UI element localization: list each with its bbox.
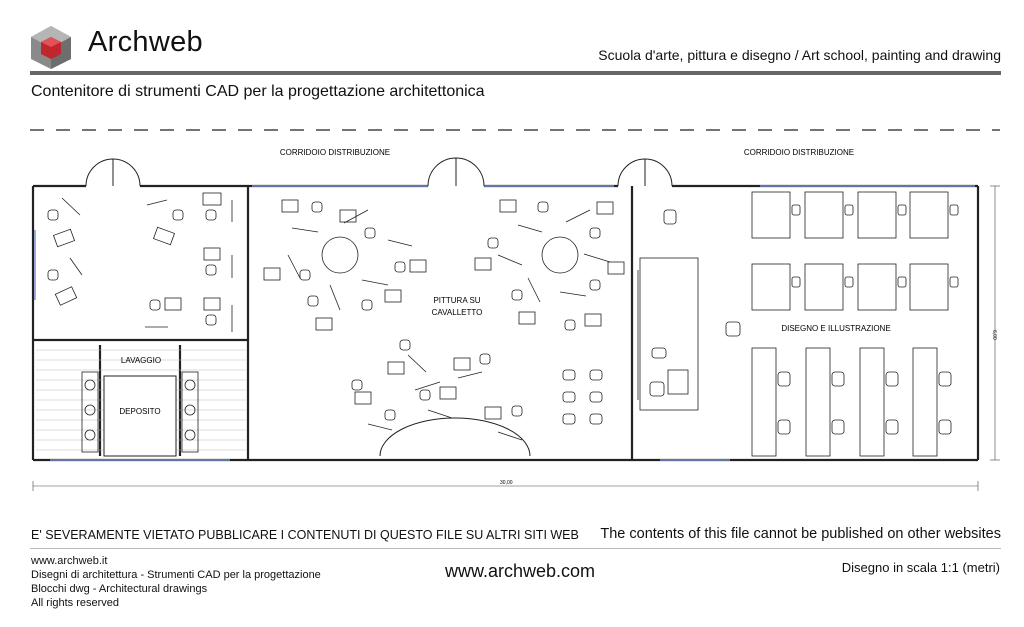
footer-line-3: Blocchi dwg - Architectural drawings xyxy=(31,583,208,595)
corridor-label-right: CORRIDOIO DISTRIBUZIONE xyxy=(744,148,854,157)
height-dimension-text: 6,00 xyxy=(991,330,997,340)
header-divider xyxy=(30,71,1001,75)
drawing-label: DISEGNO E ILLUSTRAZIONE xyxy=(781,324,890,333)
width-dimension: 30,00 xyxy=(500,480,513,486)
storage-room xyxy=(103,375,177,457)
corridor-label-right-text: CORRIDOIO DISTRIBUZIONE xyxy=(744,148,854,157)
footer-line-2: Disegni di architettura - Strumenti CAD … xyxy=(31,569,321,581)
page-title: Contenitore di strumenti CAD per la prog… xyxy=(31,83,485,100)
painting-label-line2: CAVALLETTO xyxy=(432,308,483,317)
corridor-label-left: CORRIDOIO DISTRIBUZIONE xyxy=(280,148,390,157)
footer-site-link[interactable]: www.archweb.it xyxy=(31,555,108,567)
washing-label-text: LAVAGGIO xyxy=(121,356,161,365)
left-room-furniture xyxy=(47,192,233,332)
dimension-lines xyxy=(32,185,1000,491)
scale-note: Disegno in scala 1:1 (metri) xyxy=(841,560,1000,575)
width-dimension-text: 30,00 xyxy=(500,480,513,486)
archweb-logo-icon[interactable] xyxy=(28,24,74,70)
doors xyxy=(85,157,673,457)
corridor-label-left-text: CORRIDOIO DISTRIBUZIONE xyxy=(280,148,390,157)
header-subtitle: Scuola d'arte, pittura e disegno / Art s… xyxy=(598,47,1001,63)
painting-label: PITTURA SU CAVALLETTO xyxy=(432,296,483,317)
storage-label: DEPOSITO xyxy=(119,407,160,416)
footer-divider xyxy=(30,548,1001,549)
notice-english: The contents of this file cannot be publ… xyxy=(600,526,1001,542)
drawing-label-text: DISEGNO E ILLUSTRAZIONE xyxy=(781,324,890,333)
sinks xyxy=(81,371,199,453)
footer-line-4: All rights reserved xyxy=(31,597,120,609)
windows xyxy=(34,185,975,461)
brand-name[interactable]: Archweb xyxy=(88,26,203,58)
height-dimension: 6,00 xyxy=(991,330,997,340)
middle-room-furniture xyxy=(263,199,625,441)
storage-label-text: DEPOSITO xyxy=(119,407,160,416)
notice-italian: E' SEVERAMENTE VIETATO PUBBLICARE I CONT… xyxy=(31,528,579,542)
painting-label-line1: PITTURA SU xyxy=(433,296,480,305)
footer-url-link[interactable]: www.archweb.com xyxy=(445,561,596,581)
washing-label: LAVAGGIO xyxy=(121,356,161,365)
right-room-furniture xyxy=(637,191,959,457)
